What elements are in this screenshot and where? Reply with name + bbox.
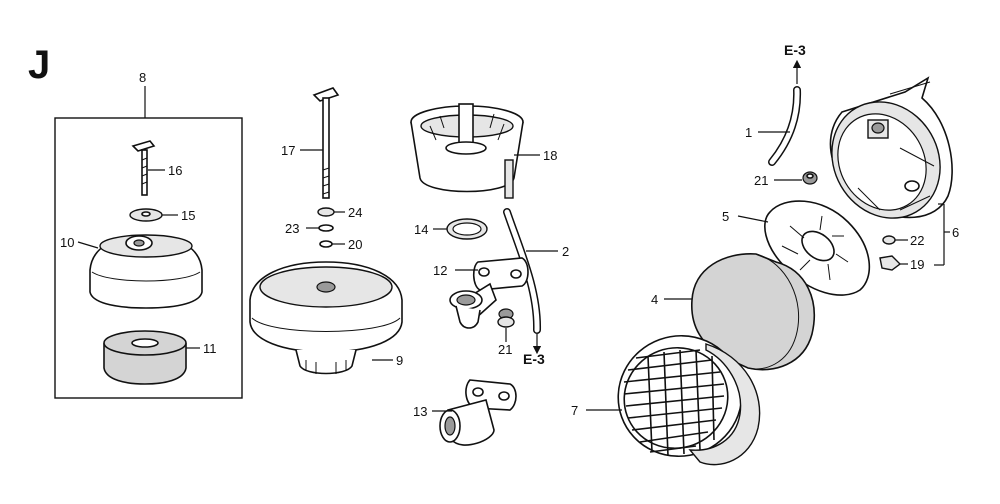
callout-24: 24 [348,205,362,220]
elbow-12 [449,257,529,329]
air-cleaner-cover-10 [89,234,203,309]
assembly-box-8 [54,86,243,399]
callout-6: 6 [952,225,959,240]
callout-10: 10 [60,235,74,250]
clip-21-center [497,308,515,328]
callout-4: 4 [651,292,658,307]
callout-20: 20 [348,237,362,252]
callout-17: 17 [281,143,295,158]
air-cleaner-case-9 [249,261,403,375]
section-letter: J [28,43,50,87]
callout-15: 15 [181,208,195,223]
cover-7 [617,334,761,466]
callout-2: 2 [562,244,569,259]
callout-21-right: 21 [754,173,768,188]
seal-washer-20 [319,240,333,248]
ref-e3-top: E-3 [784,42,806,58]
callout-11: 11 [203,341,217,356]
callout-13: 13 [413,404,427,419]
wing-bolt-16 [131,140,156,196]
callout-8: 8 [139,70,146,85]
ref-e3-bottom: E-3 [523,351,545,367]
washer-23 [318,224,334,232]
callout-5: 5 [722,209,729,224]
callout-21-center: 21 [498,342,512,357]
callout-23: 23 [285,221,299,236]
gasket-14 [446,218,488,240]
callout-14: 14 [414,222,428,237]
case-6 [829,76,953,219]
callout-18: 18 [543,148,557,163]
callout-16: 16 [168,163,182,178]
elbow-13 [439,379,517,446]
wing-nut-19 [879,255,902,271]
foam-element-11 [103,330,187,385]
washer-22 [882,235,896,245]
washer-15 [129,208,163,222]
case-18 [410,103,524,199]
callout-12: 12 [433,263,447,278]
callout-22: 22 [910,233,924,248]
callout-19: 19 [910,257,924,272]
callout-1: 1 [745,125,752,140]
clip-21-right [802,171,818,185]
callout-7: 7 [571,403,578,418]
wing-bolt-17 [312,87,340,199]
callout-9: 9 [396,353,403,368]
nut-24 [317,207,335,217]
